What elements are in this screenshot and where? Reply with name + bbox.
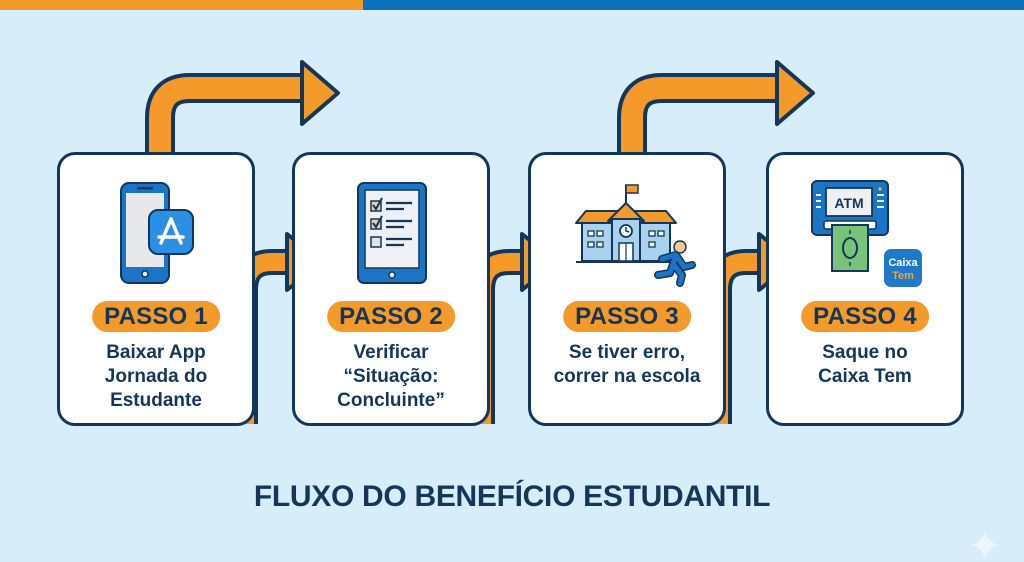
atm-label: ATM [834,195,863,211]
step-description: Verificar “Situação: Concluinte” [295,341,487,413]
step-label: PASSO 2 [327,301,455,332]
step-card-4: ATM Caixa Tem PASSO 4 Saque no Caixa Tem [766,152,964,426]
description-line: Concluinte” [337,390,445,411]
description-line: Caixa Tem [818,366,912,387]
top-accent-bar-orange [0,0,363,10]
step-card-1: PASSO 1 Baixar App Jornada do Estudante [57,152,255,426]
description-line: Jornada do [104,366,208,387]
caixa-tem-app-icon: Caixa Tem [884,249,922,287]
school-running-person-icon [531,175,723,290]
description-line: “Situação: [343,366,439,387]
smartphone-app-store-icon [60,175,252,290]
step-label: PASSO 1 [92,301,220,332]
tablet-checklist-icon [295,175,487,290]
step-card-3: PASSO 3 Se tiver erro, correr na escola [528,152,726,426]
description-line: Estudante [110,390,202,411]
description-line: Baixar App [106,342,206,363]
step-description: Saque no Caixa Tem [769,341,961,389]
description-line: Saque no [822,342,908,363]
sparkle-icon [970,530,1000,560]
step-card-2: PASSO 2 Verificar “Situação: Concluinte” [292,152,490,426]
diagram-title: FLUXO DO BENEFÍCIO ESTUDANTIL [253,480,771,513]
arrow-top-2 [617,60,815,152]
step-description: Se tiver erro, correr na escola [531,341,723,389]
step-label: PASSO 4 [801,301,929,332]
atm-cash-icon: ATM Caixa Tem [769,175,961,290]
step-label: PASSO 3 [563,301,691,332]
description-line: Verificar [353,342,429,363]
step-description: Baixar App Jornada do Estudante [60,341,252,413]
arrow-top-1 [145,60,340,152]
caixa-tem-text-1: Caixa [888,257,918,269]
description-line: correr na escola [553,366,701,387]
top-accent-bar-blue [363,0,1024,10]
description-line: Se tiver erro, [568,342,686,363]
caixa-tem-text-2: Tem [892,270,914,282]
